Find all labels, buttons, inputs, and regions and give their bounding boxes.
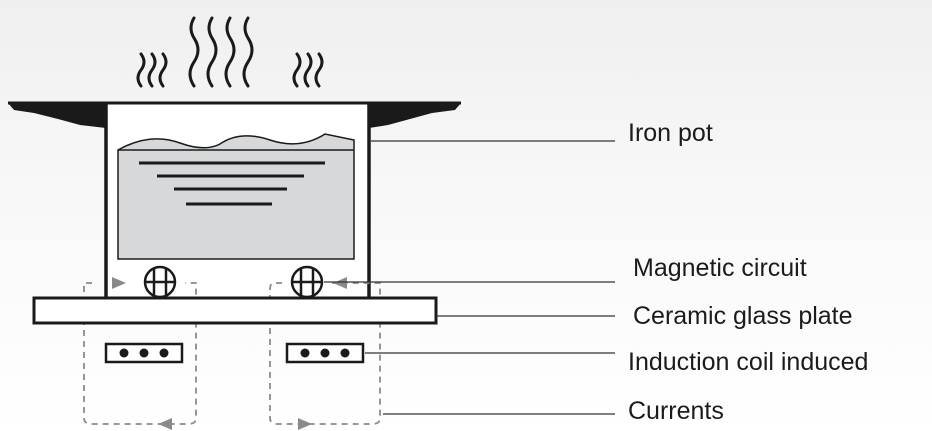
current-arrows bbox=[112, 277, 347, 430]
arrow-right-icon bbox=[298, 418, 312, 430]
pot-rim-right bbox=[369, 103, 461, 128]
arrow-right-icon bbox=[112, 277, 126, 289]
label-magnetic-circuit: Magnetic circuit bbox=[633, 254, 807, 282]
label-induction-coil-induced: Induction coil induced bbox=[628, 348, 869, 376]
magnetic-circuit-symbols bbox=[143, 265, 324, 299]
arrow-left-icon bbox=[158, 418, 172, 430]
leader-lines bbox=[324, 140, 615, 415]
current-loops bbox=[83, 282, 381, 425]
magnetic-circuit-right bbox=[290, 265, 324, 299]
liquid bbox=[117, 133, 355, 260]
steam-wisp bbox=[188, 16, 200, 88]
steam-wisp bbox=[206, 16, 218, 88]
steam-wisp bbox=[303, 52, 313, 88]
induction-coils bbox=[104, 342, 365, 364]
steam-wisp bbox=[224, 16, 236, 88]
magnetic-circuit-left bbox=[143, 265, 177, 299]
ceramic-glass-plate bbox=[32, 296, 438, 325]
pot-rim-left bbox=[8, 103, 106, 128]
current-loop-right bbox=[269, 282, 381, 425]
pot-rim bbox=[8, 103, 461, 128]
steam-wisps bbox=[136, 16, 324, 88]
label-currents: Currents bbox=[628, 397, 724, 425]
induction-coil-left bbox=[104, 342, 184, 364]
steam-wisp bbox=[242, 16, 254, 88]
liquid-body bbox=[117, 133, 355, 260]
steam-wisp bbox=[158, 52, 168, 88]
steam-wisp bbox=[147, 52, 157, 88]
label-iron-pot: Iron pot bbox=[628, 119, 713, 147]
steam-wisp bbox=[314, 52, 324, 88]
current-loop-left bbox=[83, 282, 197, 425]
label-ceramic-glass-plate: Ceramic glass plate bbox=[633, 302, 853, 330]
arrow-left-icon bbox=[333, 277, 347, 289]
induction-coil-right bbox=[285, 342, 365, 364]
steam-wisp bbox=[292, 52, 302, 88]
steam-wisp bbox=[136, 52, 146, 88]
